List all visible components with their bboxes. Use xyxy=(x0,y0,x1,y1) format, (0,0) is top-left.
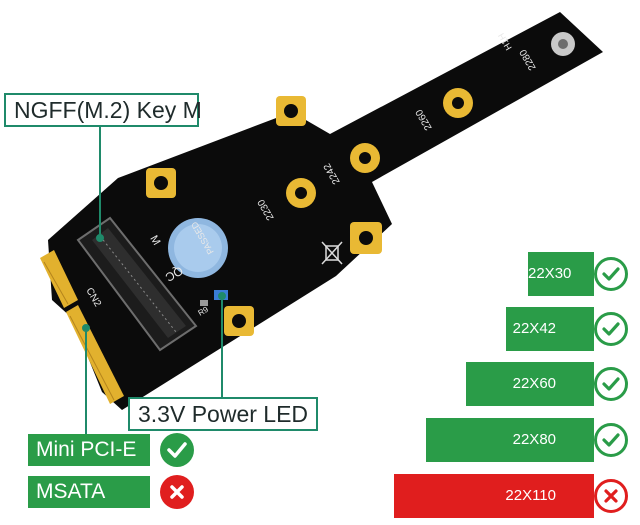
size-bar-22x110: 22X110 xyxy=(394,474,594,518)
size-bar-22x42-label: 22X42 xyxy=(512,320,556,337)
check-icon xyxy=(594,312,628,346)
callout-lines xyxy=(82,124,226,442)
size-bar-22x30-label: 22X30 xyxy=(528,265,572,282)
tag-mini-pci-e: Mini PCI-E xyxy=(28,434,150,466)
size-bar-22x30: 22X30 xyxy=(528,252,594,296)
tag-mini-pci-e-label: Mini PCI-E xyxy=(36,438,137,461)
check-icon xyxy=(594,367,628,401)
size-bar-22x80-label: 22X80 xyxy=(512,431,556,448)
size-bar-22x42: 22X42 xyxy=(506,307,594,351)
size-bar-22x60-label: 22X60 xyxy=(512,375,556,392)
power-led-label: 3.3V Power LED xyxy=(128,397,318,431)
cross-icon xyxy=(160,475,194,509)
check-icon xyxy=(594,423,628,457)
gold-edge-connector xyxy=(40,250,124,404)
tag-msata: MSATA xyxy=(28,476,150,508)
cross-icon xyxy=(594,479,628,513)
tag-msata-label: MSATA xyxy=(36,480,106,503)
size-bar-22x110-label: 22X110 xyxy=(505,487,556,504)
size-bar-22x60: 22X60 xyxy=(466,362,594,406)
check-icon xyxy=(160,433,194,467)
qc-sticker xyxy=(168,218,228,278)
size-bar-22x80: 22X80 xyxy=(426,418,594,462)
weee-icon xyxy=(321,241,343,265)
mounting-pads xyxy=(146,32,575,336)
check-icon xyxy=(594,257,628,291)
ngff-key-m-label: NGFF(M.2) Key M xyxy=(4,93,202,127)
